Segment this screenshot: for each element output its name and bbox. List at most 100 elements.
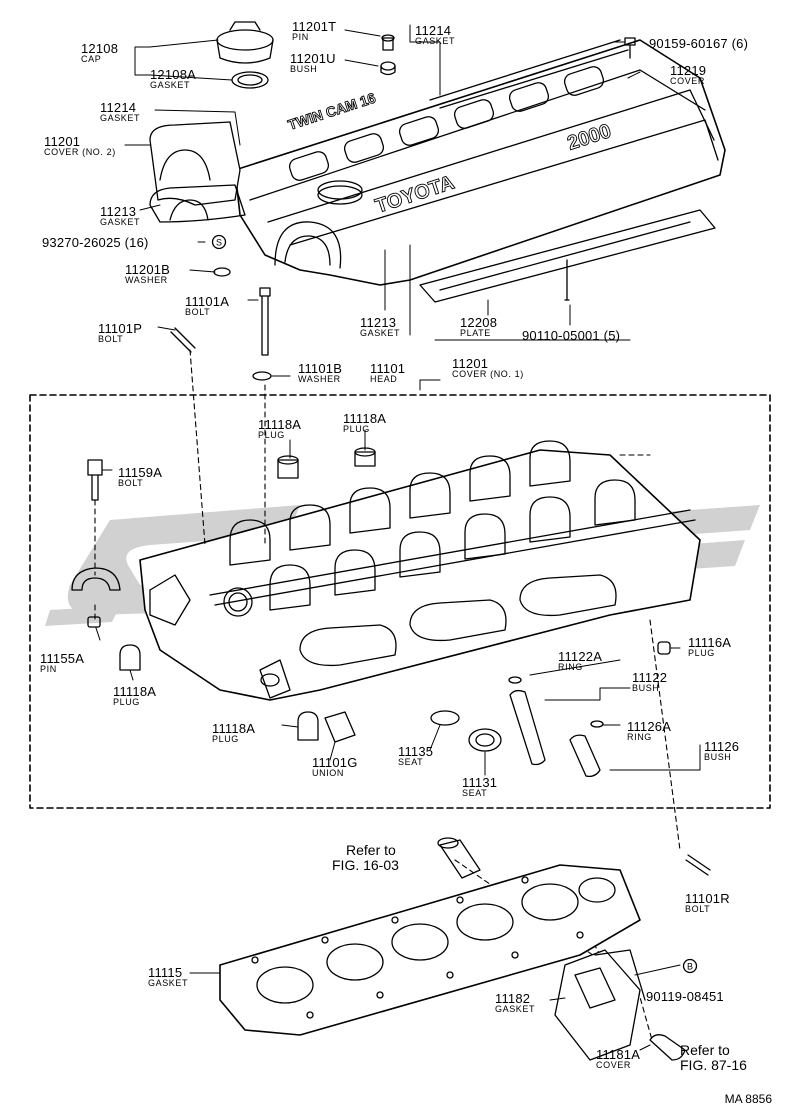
label-12108a: 12108A GASKET (150, 68, 196, 90)
water-outlet-cover (554, 949, 686, 1061)
part-name: COVER (No. 2) (44, 147, 116, 157)
part-number: 11116A (688, 635, 732, 650)
part-number: 11135 (398, 744, 434, 759)
part-name: RING (558, 662, 583, 672)
reference-fig: FIG. 16-03 (332, 856, 399, 873)
part-name: BOLT (118, 478, 144, 488)
label-11131: 11131 SEAT (462, 776, 497, 798)
part-name: PLUG (343, 424, 370, 434)
part-name: BUSH (290, 64, 318, 74)
part-name: GASKET (415, 36, 456, 46)
label-11201-no2: 11201 COVER (No. 2) (44, 135, 116, 157)
label-11118a-4: 11118A PLUG (212, 722, 255, 744)
part-number: 11118A (113, 684, 157, 699)
part-name: CAP (81, 54, 102, 64)
part-number: 11122A (558, 649, 603, 664)
part-number: 11115 (148, 965, 183, 980)
bolt-11101r (685, 854, 711, 876)
leader-lines (95, 24, 701, 1051)
part-number: 12208 (460, 315, 498, 330)
label-11201u: 11201U BUSH (290, 52, 336, 74)
circled-markers (211, 234, 698, 974)
label-90159: 90159-60167 (6) (649, 37, 748, 50)
part-name: BUSH (632, 683, 660, 693)
part-name: COVER (670, 76, 706, 86)
part-number: 12108A (150, 67, 197, 82)
part-name: SEAT (398, 757, 424, 767)
label-11122a: 11122A RING (558, 650, 602, 672)
part-name: PIN (292, 32, 309, 42)
part-name: COVER (No. 1) (452, 369, 524, 379)
part-number: 11101 (370, 361, 406, 376)
part-number: 11213 (100, 204, 137, 219)
part-name: GASKET (360, 328, 401, 338)
part-number: 11213 (360, 315, 397, 330)
label-11201b: 11201B WASHER (125, 263, 170, 285)
reference-line: Refer to (680, 1042, 730, 1058)
part-number: 11118A (343, 411, 387, 426)
label-11118a-1: 11118A PLUG (258, 418, 301, 440)
part-name: WASHER (298, 374, 341, 384)
part-name: GASKET (100, 217, 141, 227)
part-name: PLUG (258, 430, 285, 440)
marker-s: S (216, 238, 222, 248)
label-11126: 11126 BUSH (704, 740, 739, 762)
label-11181a: 11181A COVER (596, 1048, 640, 1070)
label-11101r: 11101R BOLT (685, 892, 730, 914)
cylinder-head (139, 440, 701, 701)
part-number: 11201T (292, 19, 337, 34)
part-number: 11181A (596, 1047, 641, 1062)
part-name: RING (627, 732, 652, 742)
part-number: 11101B (298, 361, 343, 376)
label-11118a-2: 11118A PLUG (343, 412, 386, 434)
part-number: 11219 (670, 63, 707, 78)
part-number: 90110-05001 (5) (522, 328, 621, 343)
label-93270: 93270-26025 (16) (42, 236, 149, 249)
oil-cap (216, 21, 274, 89)
part-number: 11201 (44, 134, 81, 149)
label-11101a: 11101A BOLT (185, 295, 229, 317)
part-name: BOLT (185, 307, 211, 317)
reference-fig: FIG. 87-16 (680, 1056, 747, 1073)
part-name: GASKET (100, 113, 141, 123)
label-11135: 11135 SEAT (398, 745, 433, 767)
marker-b-circle (682, 958, 698, 974)
label-11101: 11101 HEAD (370, 362, 405, 384)
part-name: BOLT (685, 904, 711, 914)
part-name: PIN (40, 664, 57, 674)
part-number: 11101P (98, 321, 143, 336)
part-number: 93270-26025 (16) (42, 235, 149, 250)
label-90119: 90119-08451 (646, 990, 724, 1003)
part-name: COVER (596, 1060, 632, 1070)
part-number: 11214 (100, 100, 137, 115)
part-name: BOLT (98, 334, 124, 344)
label-11126a: 11126A RING (627, 720, 671, 742)
cover-no2 (149, 121, 246, 223)
part-number: 11131 (462, 775, 498, 790)
label-11213-left: 11213 GASKET (100, 205, 140, 227)
label-11118a-3: 11118A PLUG (113, 685, 156, 707)
marker-b: B (687, 962, 693, 972)
bolts-washers (170, 267, 272, 381)
part-number: 11201 (452, 356, 489, 371)
part-number: 11126A (627, 719, 672, 734)
label-11155a: 11155A PIN (40, 652, 84, 674)
label-11201-no1: 11201 COVER (No. 1) (452, 357, 524, 379)
head-gasket (219, 864, 641, 1036)
part-number: 12108 (81, 41, 119, 56)
reference-fig-87-16: Refer to FIG. 87-16 (680, 1043, 747, 1072)
pin-bush (380, 34, 636, 76)
label-11159a: 11159A BOLT (118, 466, 162, 488)
label-11201t: 11201T PIN (292, 20, 336, 42)
part-number: 11126 (704, 739, 740, 754)
label-11101b: 11101B WASHER (298, 362, 342, 384)
cover-plate (419, 209, 716, 303)
label-90110: 90110-05001 (5) (522, 329, 620, 342)
part-name: PLATE (460, 328, 491, 338)
label-11101g: 11101G UNION (312, 756, 358, 778)
part-number: 11101G (312, 755, 358, 770)
cam-cover (234, 39, 726, 286)
part-number: 11118A (212, 721, 256, 736)
label-11214-top: 11214 GASKET (415, 24, 455, 46)
